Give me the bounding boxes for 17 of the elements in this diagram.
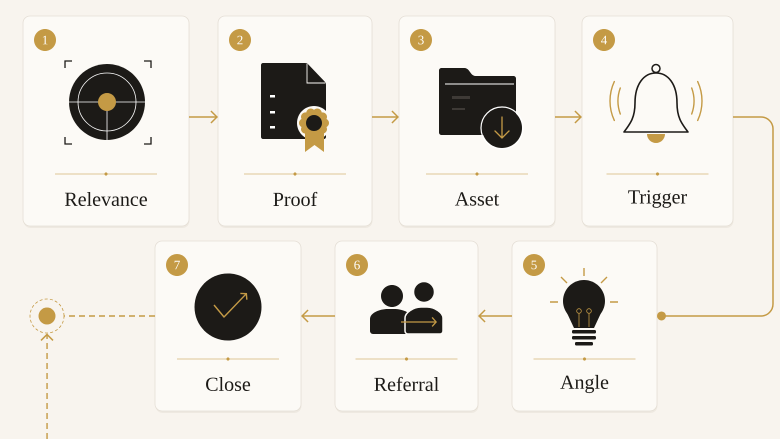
step-label: Angle xyxy=(560,374,608,394)
step-label: Close xyxy=(206,376,250,392)
arrow xyxy=(189,110,218,124)
arrow xyxy=(372,110,399,124)
connector-line xyxy=(64,315,155,317)
arrow xyxy=(301,309,335,323)
number-badge: 1 xyxy=(34,29,56,51)
number-badge: 7 xyxy=(166,254,188,276)
step-label: Trigger xyxy=(628,190,687,208)
number-badge: 4 xyxy=(593,29,615,51)
number-badge: 5 xyxy=(523,254,545,276)
arrow xyxy=(40,333,54,439)
target-dot xyxy=(30,298,64,334)
step-label: Relevance xyxy=(64,192,147,206)
arrow xyxy=(478,309,512,323)
arrow xyxy=(555,110,582,124)
connector-line xyxy=(657,116,774,320)
